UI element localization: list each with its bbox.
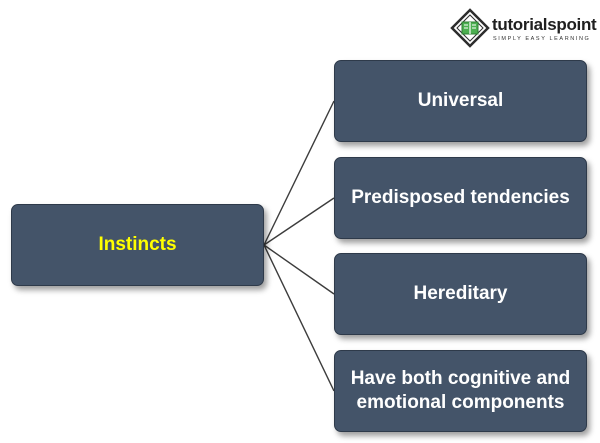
child-node-cognitive-emotional: Have both cognitive and emotional compon… <box>334 350 587 432</box>
root-label: Instincts <box>98 234 177 256</box>
root-node-instincts: Instincts <box>11 204 264 286</box>
logo-name: tutorialspoint <box>492 15 597 34</box>
logo-book-icon <box>450 8 490 48</box>
child-label: Have both cognitive and emotional compon… <box>350 368 571 413</box>
connector-components <box>263 244 335 392</box>
connector-predisposed <box>263 197 335 246</box>
child-label: Universal <box>417 90 504 112</box>
connector-universal <box>263 100 335 246</box>
logo-tagline: SIMPLY EASY LEARNING <box>493 36 591 42</box>
child-node-universal: Universal <box>334 60 587 142</box>
child-label: Hereditary <box>413 283 508 305</box>
child-label: Predisposed tendencies <box>351 187 570 209</box>
connector-hereditary <box>263 244 335 295</box>
child-node-predisposed-tendencies: Predisposed tendencies <box>334 157 587 239</box>
child-node-hereditary: Hereditary <box>334 253 587 335</box>
tutorialspoint-logo: tutorialspoint SIMPLY EASY LEARNING <box>450 8 597 48</box>
